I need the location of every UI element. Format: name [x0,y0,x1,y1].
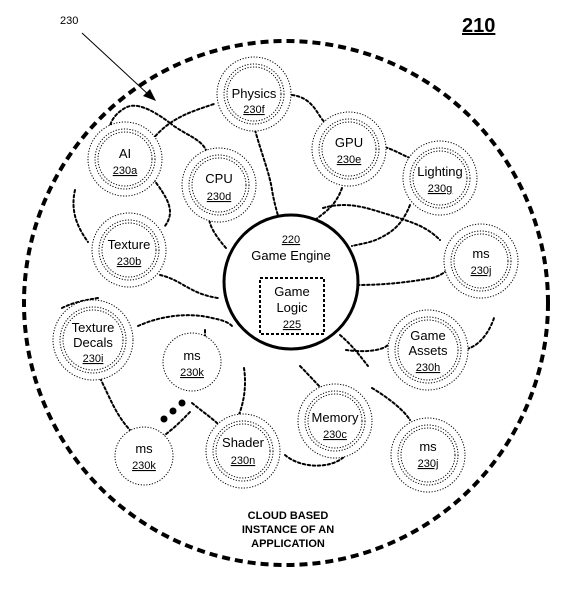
node-ms-lower-right-label: ms [419,439,437,454]
link-texture-engine [159,274,219,299]
node-ms-right-label: ms [472,246,490,261]
node-ms-right: ms 230j [443,223,519,299]
node-game-assets-line2: Assets [408,343,448,358]
node-texture-decals-line1: Texture [72,320,115,335]
link-engine-lower [339,334,369,367]
node-game-assets-ref: 230h [416,362,440,374]
ellipsis-dot [169,407,177,415]
node-memory: Memory 230c [297,383,373,459]
figure-number: 210 [462,15,495,37]
link-physics-cpu [169,122,207,151]
game-logic-box [259,277,325,335]
caption-line-2: INSTANCE OF AN [242,524,334,536]
pointer-arrowhead [143,89,156,101]
node-shader-label: Shader [222,435,265,450]
link-memory-ms-lower-right [371,387,411,421]
node-texture-decals: Texture Decals 230i [52,299,134,381]
node-lighting-label: Lighting [417,164,463,179]
node-lighting-ref: 230g [428,183,452,195]
link-physics-ai-top [109,104,171,127]
node-texture: Texture 230b [91,212,167,288]
node-texture-decals-ref: 230i [83,353,104,365]
game-engine-node: 220 Game Engine Game Logic 225 [222,213,360,351]
ellipsis-dot [160,415,168,423]
node-texture-ref: 230b [117,256,141,268]
link-engine-ms-right-top [322,204,441,241]
node-lighting: Lighting 230g [402,140,478,216]
node-cpu: CPU 230d [181,147,257,223]
game-engine-number: 220 [282,234,300,246]
node-physics: Physics 230f [216,56,292,132]
node-physics-label: Physics [232,86,277,101]
link-lighting-engine [351,204,411,247]
link-gpu-lighting [365,145,411,159]
link-engine-ms-right [356,267,451,286]
node-gpu: GPU 230e [311,111,387,187]
link-engine-assets [345,344,389,353]
pointer-label: 230 [60,15,78,27]
caption-line-3: APPLICATION [251,538,325,550]
game-engine-label: Game Engine [251,248,331,263]
node-shader-ref: 230n [231,455,255,467]
game-logic-line1: Game [274,284,309,299]
node-ms-center-ref: 230k [180,367,204,379]
node-ms-lower-right: ms 230j [390,417,466,493]
node-shader: Shader 230n [205,413,281,489]
pointer-arrow-line [81,32,151,97]
node-ms-center-label: ms [183,348,201,363]
cloud-boundary [22,39,550,567]
node-ai-ref: 230a [113,165,138,177]
link-decals-engine [137,314,233,327]
node-cpu-ref: 230d [207,191,231,203]
node-game-assets: Game Assets 230h [387,309,469,391]
node-ms-right-ref: 230j [471,265,492,277]
node-ms-lower-left: ms 230k [114,426,174,486]
node-texture-label: Texture [108,237,151,252]
link-ai-texture-left [72,189,89,243]
node-gpu-ref: 230e [337,154,361,166]
node-texture-decals-line2: Decals [73,335,113,350]
node-game-assets-line1: Game [410,328,445,343]
link-physics-gpu [291,94,326,123]
node-ai: AI 230a [87,121,163,197]
node-memory-ref: 230c [323,429,347,441]
link-physics-ai [151,103,215,141]
caption-line-1: CLOUD BASED [248,510,329,522]
node-ms-lower-right-ref: 230j [418,458,439,470]
node-memory-label: Memory [312,410,359,425]
link-physics-engine [254,129,281,227]
node-ms-center: ms 230k [162,332,222,392]
game-logic-number: 225 [283,319,301,331]
link-texture-decals [61,297,99,309]
game-logic-line2: Logic [276,300,308,315]
node-ms-lower-left-ref: 230k [132,460,156,472]
link-shader-memory [284,454,346,467]
node-physics-ref: 230f [243,104,265,116]
node-ai-label: AI [119,146,131,161]
node-cpu-label: CPU [205,171,232,186]
ellipsis-dot [178,399,186,407]
node-gpu-label: GPU [335,135,363,150]
link-decals-ms-lower-left [99,377,131,431]
node-ms-lower-left-label: ms [135,441,153,456]
